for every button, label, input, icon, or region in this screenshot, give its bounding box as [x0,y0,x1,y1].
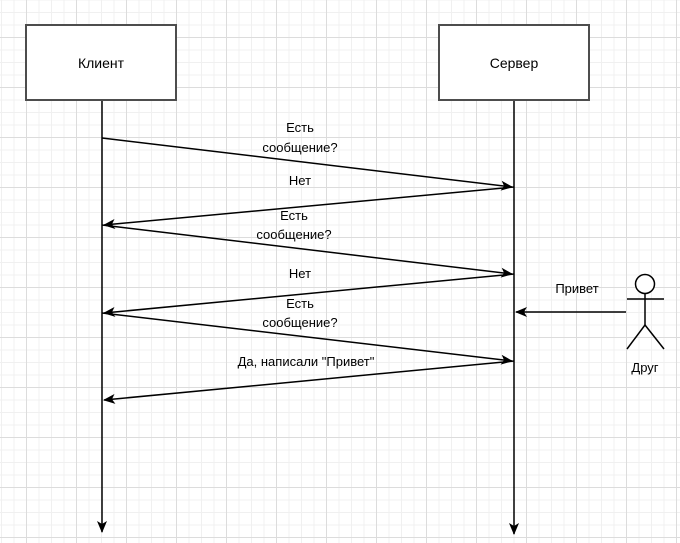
message-label-7: Привет [555,281,598,296]
message-arrow-3[interactable] [101,224,513,278]
message-label-3-line1: Есть [280,208,308,223]
message-label-5-line1: Есть [286,296,314,311]
actor-label: Друг [631,360,658,375]
message-label-4: Нет [289,266,311,281]
server-label: Сервер [490,55,539,71]
message-label-3-line2: сообщение? [256,227,331,242]
message-label-1-line1: Есть [286,120,314,135]
message-label-1-line2: сообщение? [262,140,337,155]
stick-figure-icon [626,273,665,350]
message-label-5-line2: сообщение? [262,315,337,330]
message-arrow-4[interactable] [103,273,515,317]
server-box[interactable]: Сервер [438,24,590,101]
message-arrow-1[interactable] [101,137,513,191]
message-arrow-2[interactable] [103,186,515,229]
message-label-6: Да, написали "Привет" [238,354,375,369]
message-label-2: Нет [289,173,311,188]
actor-friend[interactable]: Друг [626,273,665,376]
message-arrow-5[interactable] [101,312,513,365]
client-label: Клиент [78,55,125,71]
client-box[interactable]: Клиент [25,24,177,101]
message-arrow-6[interactable] [103,360,515,404]
